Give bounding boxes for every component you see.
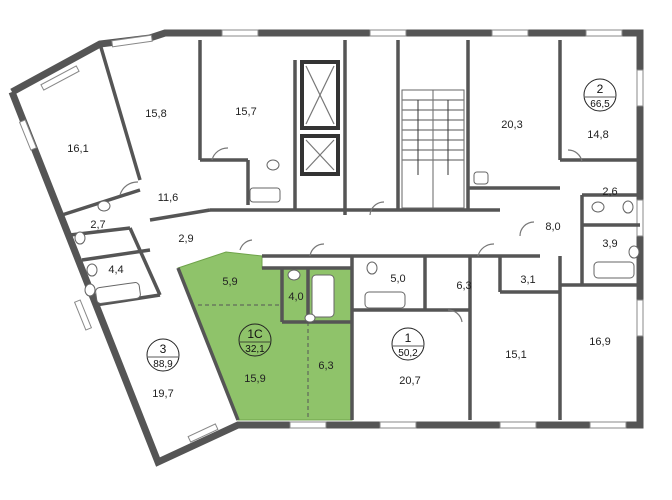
room-area-label: 8,0 [545, 221, 560, 233]
room-area-label: 20,7 [399, 375, 420, 387]
room-area-label: 15,1 [505, 349, 526, 361]
staircase [401, 89, 465, 209]
apartment-number: 2 [597, 82, 604, 96]
room-area-label: 5,9 [222, 276, 237, 288]
apartment-badge-2[interactable]: 2 66,5 [583, 78, 617, 112]
room-labels: 16,1 15,8 15,7 11,6 2,7 2,9 4,4 19,7 5,9… [67, 106, 617, 400]
apartment-area: 32,1 [245, 344, 265, 355]
windows [18, 29, 644, 443]
room-area-label: 2,9 [178, 233, 193, 245]
apartment-number: 1C [247, 327, 263, 341]
room-area-label: 11,6 [158, 192, 179, 204]
doors [119, 147, 583, 323]
apartment-badge-1[interactable]: 1 50,2 [391, 327, 425, 361]
room-area-label: 2,7 [90, 219, 105, 231]
room-area-label: 6,3 [318, 360, 333, 372]
sanitary-fixtures [74, 159, 640, 323]
room-area-label: 5,0 [390, 273, 405, 285]
room-area-label: 15,8 [145, 108, 166, 120]
room-area-label: 4,0 [288, 291, 303, 303]
apartment-number: 1 [405, 331, 412, 345]
zone-dividers [198, 304, 309, 420]
room-area-label: 15,7 [235, 106, 256, 118]
room-area-label: 15,9 [244, 373, 265, 385]
apartment-area: 50,2 [398, 348, 418, 359]
room-area-label: 6,3 [456, 280, 471, 292]
room-area-label: 16,9 [589, 336, 610, 348]
room-area-label: 19,7 [152, 388, 173, 400]
room-area-label: 16,1 [67, 143, 88, 155]
elevator-shafts [300, 60, 340, 176]
apartment-area: 88,9 [153, 359, 173, 370]
room-area-label: 4,4 [108, 264, 123, 276]
room-area-label: 3,9 [602, 238, 617, 250]
apartment-number: 3 [160, 342, 167, 356]
room-area-label: 3,1 [520, 274, 535, 286]
apartment-badge-3[interactable]: 3 88,9 [146, 338, 180, 372]
interior-walls [61, 40, 640, 421]
apartment-badge-1c[interactable]: 1C 32,1 [238, 323, 272, 357]
apartment-area: 66,5 [590, 99, 610, 110]
room-area-label: 20,3 [501, 119, 522, 131]
room-area-label: 2,6 [602, 186, 617, 198]
room-area-label: 14,8 [587, 129, 608, 141]
